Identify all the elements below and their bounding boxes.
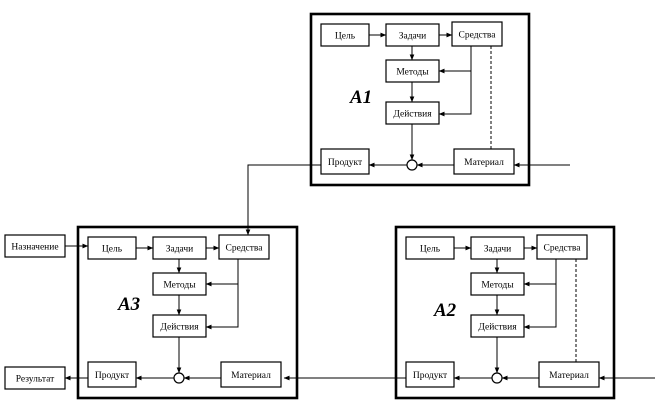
module-a2-product-box-label: Продукт bbox=[413, 371, 448, 381]
module-a2-material-box-label: Материал bbox=[549, 371, 589, 381]
module-a1-tasks-box: Задачи bbox=[385, 23, 440, 47]
module-a2-methods-box: Методы bbox=[470, 272, 525, 296]
module-a1-junction bbox=[406, 159, 418, 171]
module-a1-title: A1 bbox=[349, 87, 372, 108]
module-a3-product-box-label: Продукт bbox=[95, 371, 130, 381]
module-a2-actions-box-label: Действия bbox=[478, 322, 517, 333]
module-a1-goal-box: Цель bbox=[320, 23, 370, 47]
module-a3-tasks-box-label: Задачи bbox=[166, 245, 194, 255]
module-a3-junction bbox=[173, 372, 185, 384]
module-a1-product-box: Продукт bbox=[320, 148, 370, 175]
module-a2-junction bbox=[491, 372, 503, 384]
module-a3-goal-box-label: Цель bbox=[102, 245, 123, 255]
module-a3-means-box: Средства bbox=[218, 234, 270, 260]
module-a2-means-to-actions bbox=[523, 284, 557, 330]
module-a2-product-box: Продукт bbox=[405, 361, 455, 388]
module-a1-tasks-box-label: Задачи bbox=[399, 32, 427, 42]
module-a1-methods-box: Методы bbox=[385, 59, 440, 83]
module-a2-actions-box: Действия bbox=[470, 314, 525, 338]
module-a1-means-to-actions bbox=[438, 71, 472, 117]
module-a3-methods-box-label: Методы bbox=[163, 281, 196, 291]
module-a1-material-box-label: Материал bbox=[464, 158, 504, 168]
module-a2-title: A2 bbox=[433, 300, 457, 321]
module-a2-means-box-label: Средства bbox=[544, 244, 582, 254]
external-purpose-box: Назначение bbox=[4, 234, 66, 258]
module-a2-means-box: Средства bbox=[536, 234, 588, 260]
module-a1-goal-box-label: Цель bbox=[335, 32, 356, 42]
module-a3-methods-box: Методы bbox=[152, 272, 207, 296]
module-a3-material-box-rect bbox=[220, 361, 282, 388]
module-a2-material-box-rect bbox=[538, 361, 600, 388]
module-a2-tasks-box: Задачи bbox=[470, 236, 525, 260]
external-result-box-label: Результат bbox=[16, 375, 55, 385]
module-a2-material-box: Материал bbox=[538, 361, 600, 388]
module-a3-material-box-label: Материал bbox=[231, 371, 271, 381]
module-a1-actions-box-label: Действия bbox=[393, 109, 432, 120]
module-a1-means-box-label: Средства bbox=[459, 31, 497, 41]
module-a2-methods-box-label: Методы bbox=[481, 281, 514, 291]
module-a1-methods-box-label: Методы bbox=[396, 68, 429, 78]
module-a2-tasks-box-label: Задачи bbox=[484, 245, 512, 255]
inter-module-links bbox=[245, 162, 655, 381]
module-a2-goal-box: Цель bbox=[405, 236, 455, 260]
module-a1-product-box-label: Продукт bbox=[328, 158, 363, 168]
module-a3-actions-box: Действия bbox=[152, 314, 207, 338]
module-a3-goal-box: Цель bbox=[87, 236, 137, 260]
module-a1-means-box: Средства bbox=[451, 21, 503, 47]
module-a1-actions-box: Действия bbox=[385, 101, 440, 125]
module-a3-product-box-rect bbox=[87, 361, 137, 388]
module-a2-goal-box-label: Цель bbox=[420, 245, 441, 255]
module-a3-material-box: Материал bbox=[220, 361, 282, 388]
external-purpose-box-label: Назначение bbox=[11, 243, 58, 253]
module-a1-material-box: Материал bbox=[453, 148, 515, 175]
external-result-box: Результат bbox=[4, 366, 66, 390]
module-a3-tasks-box: Задачи bbox=[152, 236, 207, 260]
module-a1-product-box-rect bbox=[320, 148, 370, 175]
link-a1-product-to-a3-means bbox=[245, 164, 321, 236]
module-a3-title: A3 bbox=[117, 294, 140, 315]
module-a2-product-box-rect bbox=[405, 361, 455, 388]
module-a3-means-box-rect bbox=[218, 234, 270, 260]
module-a3-actions-box-label: Действия bbox=[160, 322, 199, 333]
module-a3-means-box-label: Средства bbox=[226, 244, 264, 254]
module-a3-means-to-actions bbox=[205, 284, 239, 330]
module-a1-material-box-rect bbox=[453, 148, 515, 175]
module-a3-product-box: Продукт bbox=[87, 361, 137, 388]
module-a2-means-box-rect bbox=[536, 234, 588, 260]
